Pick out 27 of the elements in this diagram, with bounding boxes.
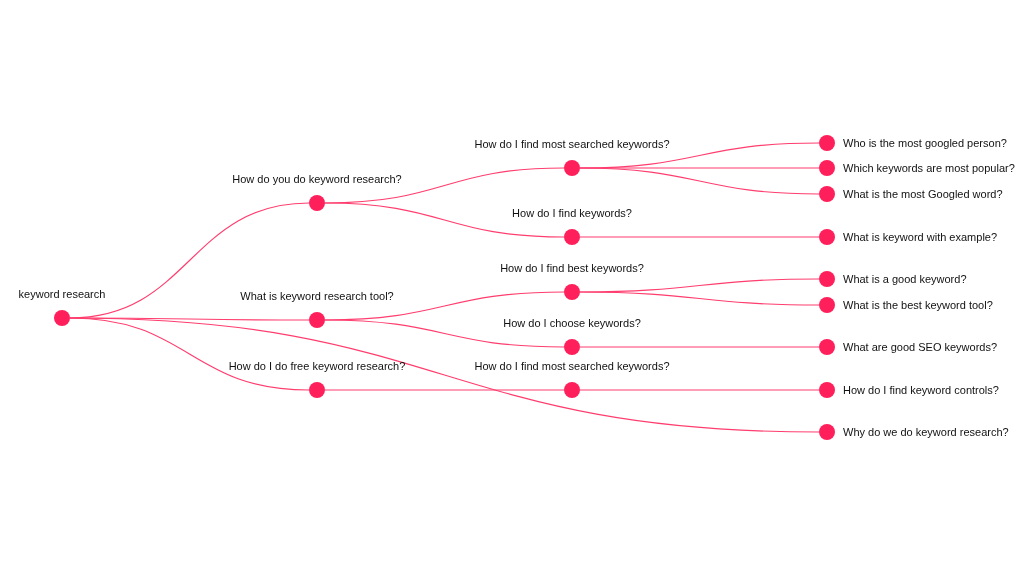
connector-line xyxy=(69,317,820,433)
connector-line xyxy=(579,236,820,238)
question-label: keyword research xyxy=(18,287,106,302)
question-label: What are good SEO keywords? xyxy=(843,340,998,355)
question-label: What is a good keyword? xyxy=(843,272,967,287)
question-label: What is keyword with example? xyxy=(843,230,998,245)
question-label: What is keyword research tool? xyxy=(240,289,394,304)
connector-line xyxy=(324,319,565,348)
question-label: What is the most Googled word? xyxy=(843,187,1003,202)
connector-line xyxy=(579,389,820,391)
question-label: How do you do keyword research? xyxy=(232,172,402,187)
question-label: How do I find keywords? xyxy=(512,206,632,221)
connector-line xyxy=(579,346,820,348)
question-label: Who is the most googled person? xyxy=(843,136,1007,151)
connector-line xyxy=(579,167,820,195)
question-label: How do I choose keywords? xyxy=(503,316,641,331)
connector-line xyxy=(324,389,565,391)
question-label: How do I do free keyword research? xyxy=(228,359,406,374)
connector-line xyxy=(579,291,820,306)
question-label: How do I find most searched keywords? xyxy=(474,137,670,152)
question-label: Which keywords are most popular? xyxy=(843,161,1015,176)
question-label: How do I find most searched keywords? xyxy=(474,359,670,374)
connector-line xyxy=(324,202,565,238)
question-label: How do I find best keywords? xyxy=(500,261,644,276)
question-label: Why do we do keyword research? xyxy=(843,425,1009,440)
question-label: How do I find keyword controls? xyxy=(843,383,999,398)
question-label: What is the best keyword tool? xyxy=(843,298,993,313)
